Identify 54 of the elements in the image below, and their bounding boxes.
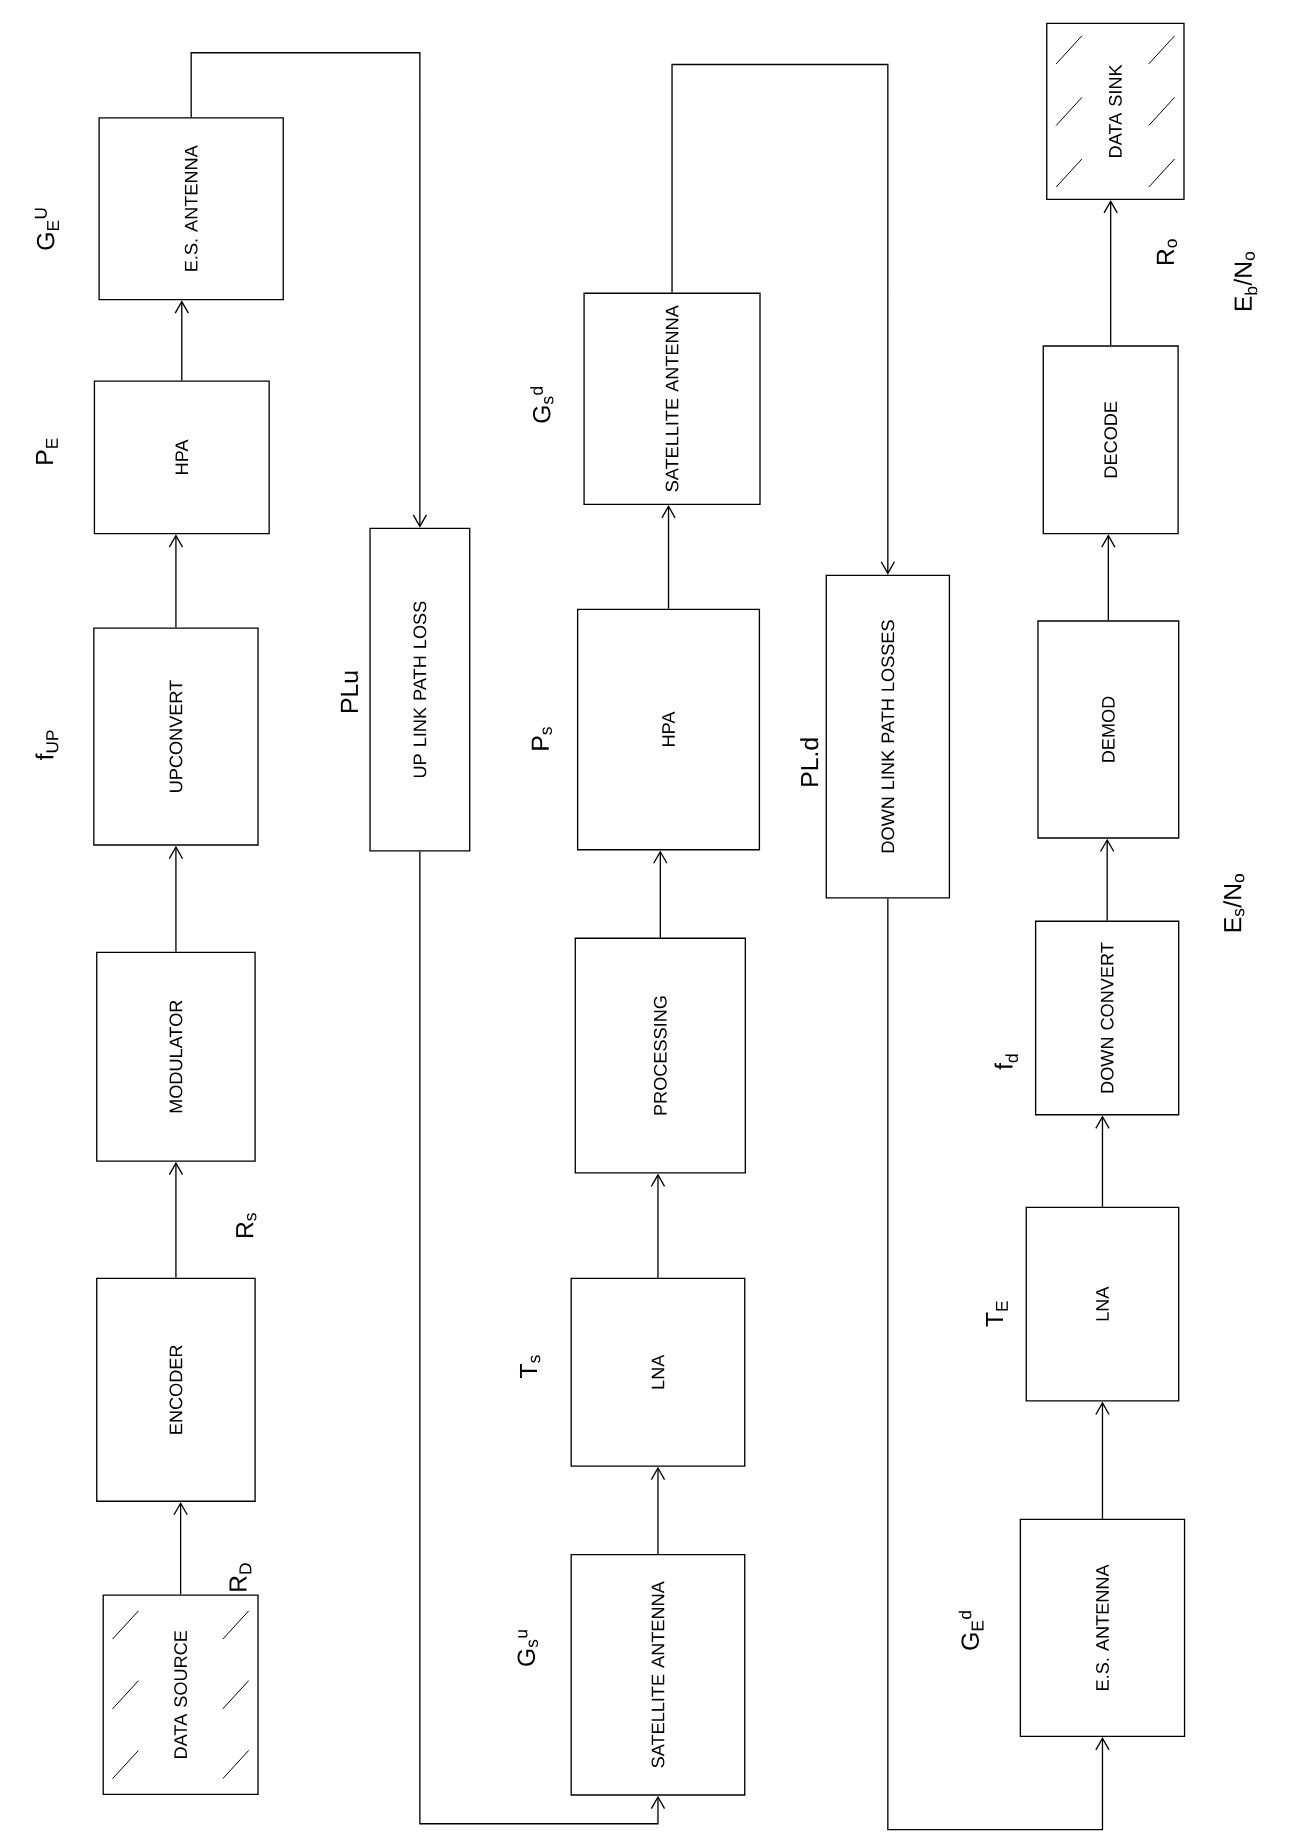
symbol-label: E$_{s}$/N$_{o}$: [1223, 874, 1245, 932]
symbol-label: G$_{s}$d: [530, 387, 554, 423]
symbol-label: T$_{E}$: [986, 1301, 1008, 1327]
symbol-label: T$_{s}$: [520, 1355, 541, 1378]
arrow: [650, 1466, 666, 1555]
arrow: [174, 300, 190, 382]
process-box: LNA: [1025, 1206, 1180, 1402]
process-box: HPA: [577, 608, 761, 851]
symbol-label: f$_{UP}$: [35, 730, 59, 761]
arrow: [419, 850, 666, 1825]
arrow: [1101, 534, 1116, 622]
process-box: DECODE: [1042, 345, 1179, 535]
arrow: [168, 845, 184, 953]
arrow: [1100, 838, 1115, 922]
process-box: PROCESSING: [574, 937, 747, 1174]
process-box: HPA: [93, 380, 270, 535]
arrow: [653, 850, 668, 939]
arrow: [887, 897, 1110, 1831]
arrow: [1103, 200, 1119, 346]
process-box: DOWN LINK PATH LOSSES: [825, 574, 951, 899]
process-box: MODULATOR: [96, 951, 256, 1162]
process-box: DOWN CONVERT: [1035, 920, 1180, 1116]
arrow: [168, 1161, 184, 1279]
process-box: SATELLITE ANTENNA: [570, 1553, 746, 1796]
arrow: [1095, 1401, 1110, 1520]
process-box: DEMOD: [1037, 620, 1180, 839]
process-box: UPCONVERT: [93, 627, 259, 846]
symbol-label: G$_{s}$u: [517, 1630, 539, 1666]
symbol-label: PLu: [341, 671, 359, 712]
symbol-label: G$_{E}$U: [34, 208, 60, 250]
symbol-label: E$_{b}$/N$_{o}$: [1233, 252, 1258, 311]
symbol-label: R$_{o}$: [1156, 239, 1178, 265]
arrow: [173, 1501, 188, 1596]
arrow: [650, 1173, 666, 1279]
arrow: [168, 534, 184, 629]
process-box: LNA: [570, 1277, 746, 1467]
symbol-label: G$_{E}$d: [958, 1611, 984, 1650]
arrow: [190, 52, 428, 528]
arrow: [671, 63, 896, 575]
process-box: SATELLITE ANTENNA: [583, 292, 761, 505]
symbol-label: R$_{D}$: [229, 1563, 252, 1591]
hatched-box: DATA SINK: [1046, 22, 1185, 201]
symbol-label: P$_{s}$: [531, 727, 553, 750]
arrow: [661, 504, 676, 610]
arrow: [1095, 1115, 1110, 1208]
process-box: UP LINK PATH LOSS: [369, 527, 471, 852]
hatched-box: DATA SOURCE: [102, 1594, 259, 1796]
process-box: E.S. ANTENNA: [98, 117, 285, 301]
symbol-label: f$_{d}$: [994, 1054, 1019, 1070]
symbol-label: PL.d: [800, 738, 819, 786]
process-box: ENCODER: [96, 1277, 256, 1502]
process-box: E.S. ANTENNA: [1019, 1518, 1186, 1738]
symbol-label: P$_{E}$: [36, 438, 58, 464]
symbol-label: R$_{s}$: [236, 1213, 257, 1238]
